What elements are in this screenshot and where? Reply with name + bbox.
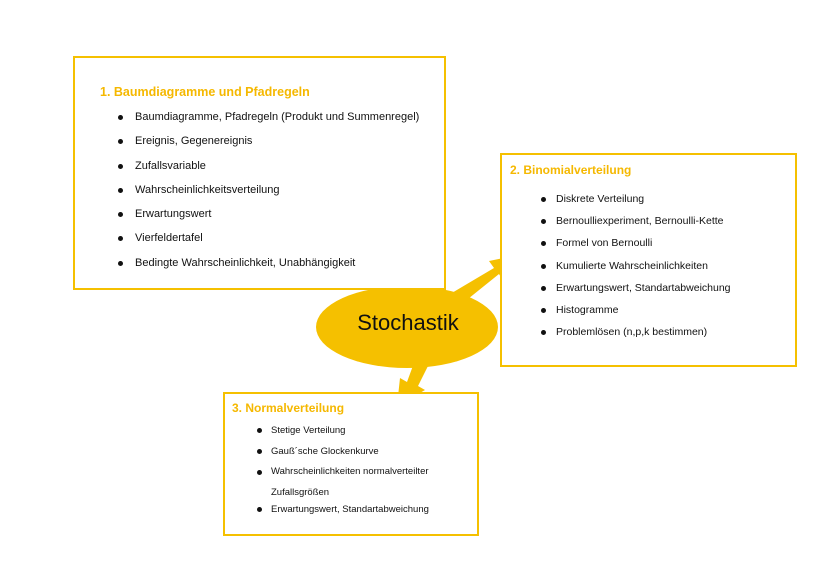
binomialverteilung-box: 2. Binomialverteilung Diskrete Verteilun… — [500, 153, 797, 367]
list-item: Diskrete Verteilung — [541, 192, 731, 214]
normalverteilung-list: Stetige Verteilung Gauß´sche Glockenkurv… — [257, 424, 461, 524]
normalverteilung-title: 3. Normalverteilung — [232, 401, 345, 415]
list-item: Stetige Verteilung — [257, 424, 461, 445]
list-item: Ereignis, Gegenereignis — [117, 134, 419, 158]
list-item: Gauß´sche Glockenkurve — [257, 445, 461, 466]
list-item: Zufallsvariable — [117, 159, 419, 183]
binomialverteilung-list: Diskrete Verteilung Bernoulliexperiment,… — [541, 192, 731, 347]
list-item: Formel von Bernoulli — [541, 236, 731, 258]
list-item: Vierfeldertafel — [117, 231, 419, 255]
center-label: Stochastik — [357, 310, 459, 335]
baumdiagramme-list: Baumdiagramme, Pfadregeln (Produkt und S… — [117, 110, 419, 280]
list-item: Problemlösen (n,p,k bestimmen) — [541, 325, 731, 347]
list-item: Wahrscheinlichkeiten normalverteilter Zu… — [257, 462, 461, 503]
binomialverteilung-title: 2. Binomialverteilung — [510, 163, 632, 177]
normalverteilung-box: 3. Normalverteilung Stetige Verteilung G… — [223, 392, 479, 536]
baumdiagramme-title: 1. Baumdiagramme und Pfadregeln — [100, 85, 310, 99]
list-item: Histogramme — [541, 303, 731, 325]
stochastik-ellipse — [316, 286, 498, 368]
list-item: Baumdiagramme, Pfadregeln (Produkt und S… — [117, 110, 419, 134]
list-item: Erwartungswert, Standartabweichung — [541, 281, 731, 303]
list-item: Wahrscheinlichkeitsverteilung — [117, 183, 419, 207]
list-item: Bernoulliexperiment, Bernoulli-Kette — [541, 214, 731, 236]
baumdiagramme-box: 1. Baumdiagramme und Pfadregeln Baumdiag… — [73, 56, 446, 290]
list-item: Erwartungswert, Standartabweichung — [257, 503, 461, 524]
list-item: Bedingte Wahrscheinlichkeit, Unabhängigk… — [117, 256, 419, 280]
list-item: Kumulierte Wahrscheinlichkeiten — [541, 259, 731, 281]
list-item: Erwartungswert — [117, 207, 419, 231]
